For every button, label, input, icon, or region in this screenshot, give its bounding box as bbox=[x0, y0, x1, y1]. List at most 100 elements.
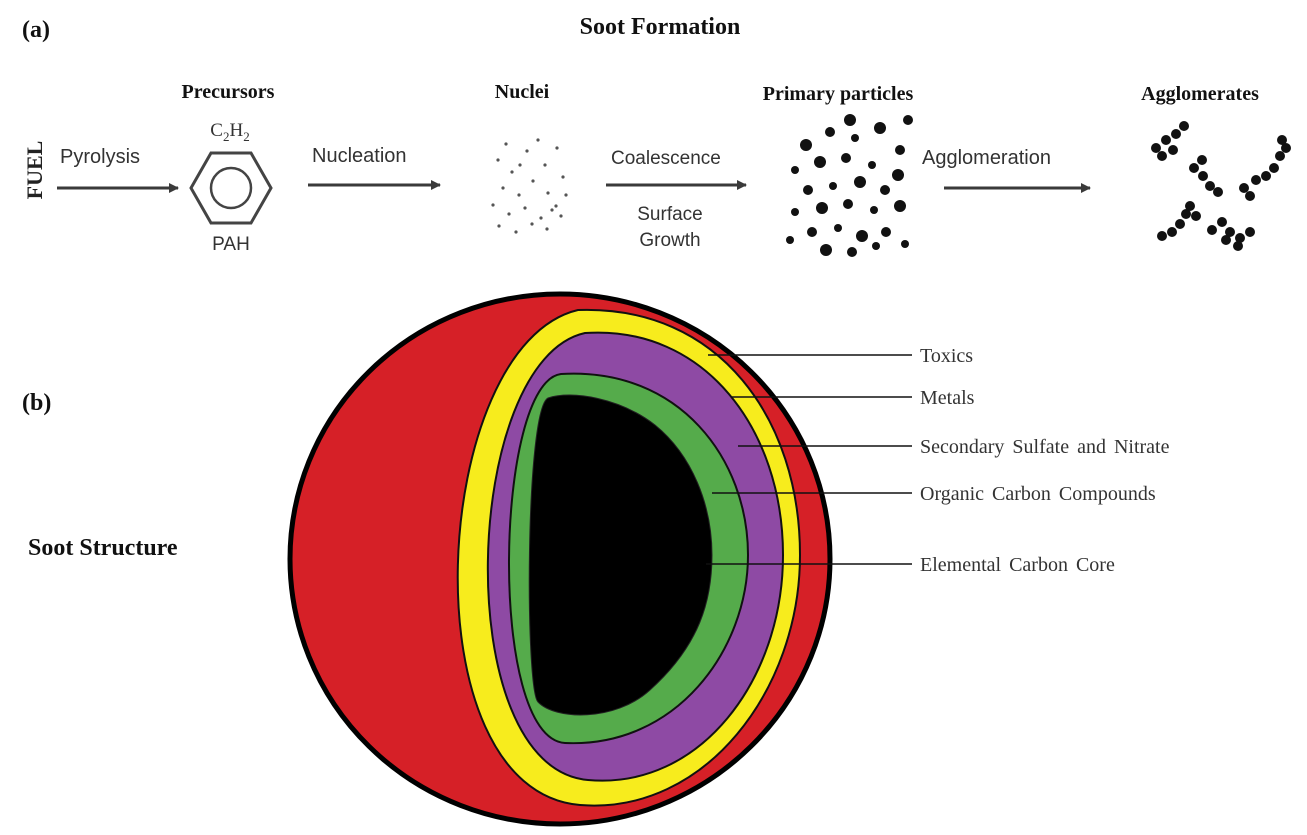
primary-particle-dot bbox=[841, 153, 851, 163]
panel-a-label: (a) bbox=[22, 17, 50, 43]
elemental-carbon-label: Elemental Carbon Core bbox=[920, 554, 1115, 576]
primary-particle-dot bbox=[844, 114, 856, 126]
agglomerate-particle bbox=[1205, 181, 1215, 191]
nucleus-dot bbox=[497, 224, 501, 228]
primary-particles-label: Primary particles bbox=[763, 83, 914, 105]
primary-particle-dot bbox=[895, 145, 905, 155]
primary-particle-dot bbox=[786, 236, 794, 244]
agglomeration-label: Agglomeration bbox=[922, 147, 1051, 169]
nucleus-dot bbox=[554, 204, 558, 208]
nucleus-dot bbox=[559, 214, 563, 218]
primary-particle-dot bbox=[820, 244, 832, 256]
nucleation-label: Nucleation bbox=[312, 145, 407, 167]
primary-particle-dot bbox=[880, 185, 890, 195]
pah-label: PAH bbox=[212, 234, 250, 255]
nucleus-dot bbox=[564, 193, 568, 197]
primary-particle-dot bbox=[791, 208, 799, 216]
nucleus-dot bbox=[514, 230, 518, 234]
primary-particle-dot bbox=[856, 230, 868, 242]
nucleus-dot bbox=[531, 179, 535, 183]
agglomerate-particle bbox=[1245, 191, 1255, 201]
agglomerate-particle bbox=[1221, 235, 1231, 245]
nucleus-dot bbox=[507, 212, 511, 216]
primary-particle-dot bbox=[868, 161, 876, 169]
agglomerate-particle bbox=[1213, 187, 1223, 197]
agglomerate-particle bbox=[1181, 209, 1191, 219]
agglomerate-particle bbox=[1275, 151, 1285, 161]
agglomerate-particle bbox=[1261, 171, 1271, 181]
organic-carbon-label: Organic Carbon Compounds bbox=[920, 483, 1156, 505]
nucleus-dot bbox=[523, 206, 527, 210]
nucleus-dot bbox=[504, 142, 508, 146]
primary-particles-icon bbox=[786, 114, 913, 257]
agglomerate-particle bbox=[1161, 135, 1171, 145]
agglomerates-label: Agglomerates bbox=[1141, 83, 1259, 105]
primary-particle-dot bbox=[814, 156, 826, 168]
primary-particle-dot bbox=[803, 185, 813, 195]
agglomerate-particle bbox=[1233, 241, 1243, 251]
precursors-label: Precursors bbox=[182, 81, 275, 103]
agglomerate-particle bbox=[1251, 175, 1261, 185]
surface-growth-label-2: Growth bbox=[639, 230, 700, 251]
primary-particle-dot bbox=[851, 134, 859, 142]
nucleus-dot bbox=[539, 216, 543, 220]
primary-particle-dot bbox=[791, 166, 799, 174]
agglomerate-particle bbox=[1157, 231, 1167, 241]
sulfate-nitrate-label: Secondary Sulfate and Nitrate bbox=[920, 436, 1170, 458]
agglomerate-particle bbox=[1168, 145, 1178, 155]
coalescence-label: Coalescence bbox=[611, 148, 721, 169]
primary-particle-dot bbox=[800, 139, 812, 151]
primary-particle-dot bbox=[892, 169, 904, 181]
agglomerate-particle bbox=[1175, 219, 1185, 229]
agglomerate-particle bbox=[1269, 163, 1279, 173]
pyrolysis-label: Pyrolysis bbox=[60, 146, 140, 168]
nucleus-dot bbox=[546, 191, 550, 195]
agglomerate-particle bbox=[1151, 143, 1161, 153]
primary-particle-dot bbox=[843, 199, 853, 209]
primary-particle-dot bbox=[894, 200, 906, 212]
agglomerate-particle bbox=[1207, 225, 1217, 235]
agglomerate-particle bbox=[1179, 121, 1189, 131]
agglomerate-particle bbox=[1235, 233, 1245, 243]
primary-particle-dot bbox=[854, 176, 866, 188]
toxics-label: Toxics bbox=[920, 345, 973, 367]
nucleus-dot bbox=[518, 163, 522, 167]
nuclei-label: Nuclei bbox=[495, 81, 550, 103]
agglomerate-particle bbox=[1167, 227, 1177, 237]
metals-label: Metals bbox=[920, 387, 975, 409]
primary-particle-dot bbox=[816, 202, 828, 214]
nucleus-dot bbox=[517, 193, 521, 197]
agglomerate-particle bbox=[1281, 143, 1291, 153]
soot-particle-cross-section bbox=[287, 291, 833, 827]
agglomerate-particle bbox=[1157, 151, 1167, 161]
nuclei-dots-icon bbox=[491, 138, 568, 234]
agglomerate-particle bbox=[1217, 217, 1227, 227]
agglomerate-particle bbox=[1239, 183, 1249, 193]
nucleus-dot bbox=[545, 227, 549, 231]
nucleus-dot bbox=[491, 203, 495, 207]
agglomerate-particle bbox=[1191, 211, 1201, 221]
agglomerate-particle bbox=[1189, 163, 1199, 173]
primary-particle-dot bbox=[834, 224, 842, 232]
nucleus-dot bbox=[555, 146, 559, 150]
primary-particle-dot bbox=[872, 242, 880, 250]
elemental-carbon-core bbox=[528, 394, 713, 716]
agglomerate-particle bbox=[1197, 155, 1207, 165]
primary-particle-dot bbox=[825, 127, 835, 137]
nucleus-dot bbox=[510, 170, 514, 174]
nucleus-dot bbox=[550, 208, 554, 212]
nucleus-dot bbox=[530, 222, 534, 226]
soot-structure-title: Soot Structure bbox=[28, 535, 178, 561]
nucleus-dot bbox=[501, 186, 505, 190]
primary-particle-dot bbox=[901, 240, 909, 248]
nucleus-dot bbox=[496, 158, 500, 162]
agglomerate-particle bbox=[1198, 171, 1208, 181]
soot-formation-title: Soot Formation bbox=[580, 14, 741, 40]
agglomerate-particle bbox=[1185, 201, 1195, 211]
agglomerate-particle bbox=[1277, 135, 1287, 145]
c2h2-formula: C2H2 bbox=[210, 120, 249, 144]
nucleus-dot bbox=[561, 175, 565, 179]
agglomerates-icon bbox=[1151, 121, 1291, 251]
